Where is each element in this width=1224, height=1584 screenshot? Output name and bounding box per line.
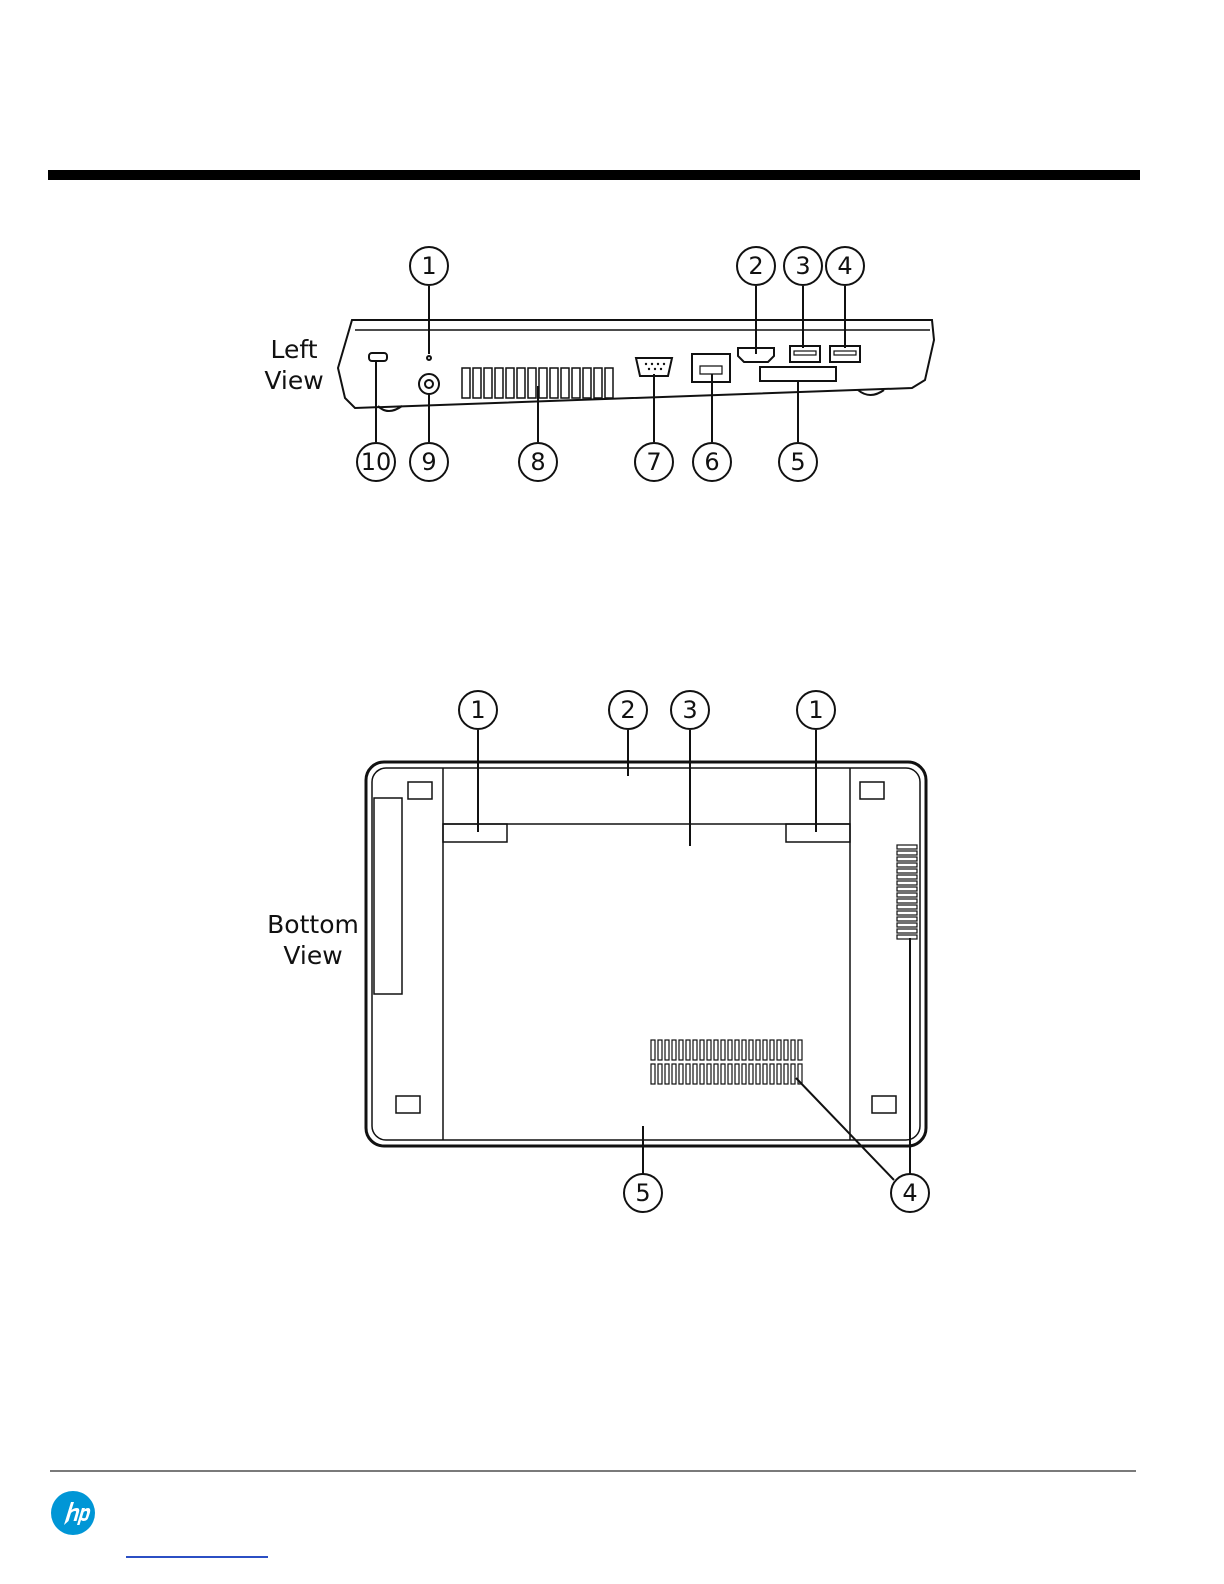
left-callout-10: 10	[361, 448, 392, 476]
bottom-callout-1b: 1	[808, 696, 823, 724]
security-slot-icon	[369, 353, 387, 361]
bottom-callout-2: 2	[620, 696, 635, 724]
battery-latch-left-icon	[443, 824, 507, 842]
side-vent-bottom-icon	[897, 845, 917, 939]
vga-port-icon	[636, 358, 672, 376]
laptop-bottom-outline	[366, 762, 926, 1146]
left-callout-4: 4	[837, 252, 852, 280]
left-callout-3: 3	[795, 252, 810, 280]
foot-bottom-left-icon	[396, 1096, 420, 1113]
foot-bottom-right-icon	[872, 1096, 896, 1113]
bottom-view-diagram: 1 2 3 1 5 4	[0, 680, 1224, 1240]
card-reader-slot-icon	[760, 367, 836, 381]
bottom-callout-1a: 1	[470, 696, 485, 724]
foot-top-right-icon	[860, 782, 884, 799]
left-callout-1: 1	[421, 252, 436, 280]
left-view-diagram: 1 2 3 4 10 9 8 7 6 5	[0, 230, 1224, 500]
footer-link-underline[interactable]	[126, 1556, 268, 1558]
header-rule	[48, 170, 1140, 180]
bottom-vent-icon	[651, 1040, 802, 1084]
battery-latch-right-icon	[786, 824, 850, 842]
left-callout-9: 9	[421, 448, 436, 476]
indicator-light-icon	[427, 356, 431, 360]
optical-drive-panel	[374, 798, 402, 994]
left-callout-8: 8	[530, 448, 545, 476]
left-callout-7: 7	[646, 448, 661, 476]
left-callout-2: 2	[748, 252, 763, 280]
bottom-callout-5: 5	[635, 1179, 650, 1207]
hp-logo-icon	[50, 1490, 96, 1536]
left-callout-5: 5	[790, 448, 805, 476]
footer-rule	[50, 1470, 1136, 1472]
power-jack-icon	[419, 374, 439, 394]
bottom-callout-3: 3	[682, 696, 697, 724]
bottom-callout-4: 4	[902, 1179, 917, 1207]
left-callout-6: 6	[704, 448, 719, 476]
foot-top-left-icon	[408, 782, 432, 799]
